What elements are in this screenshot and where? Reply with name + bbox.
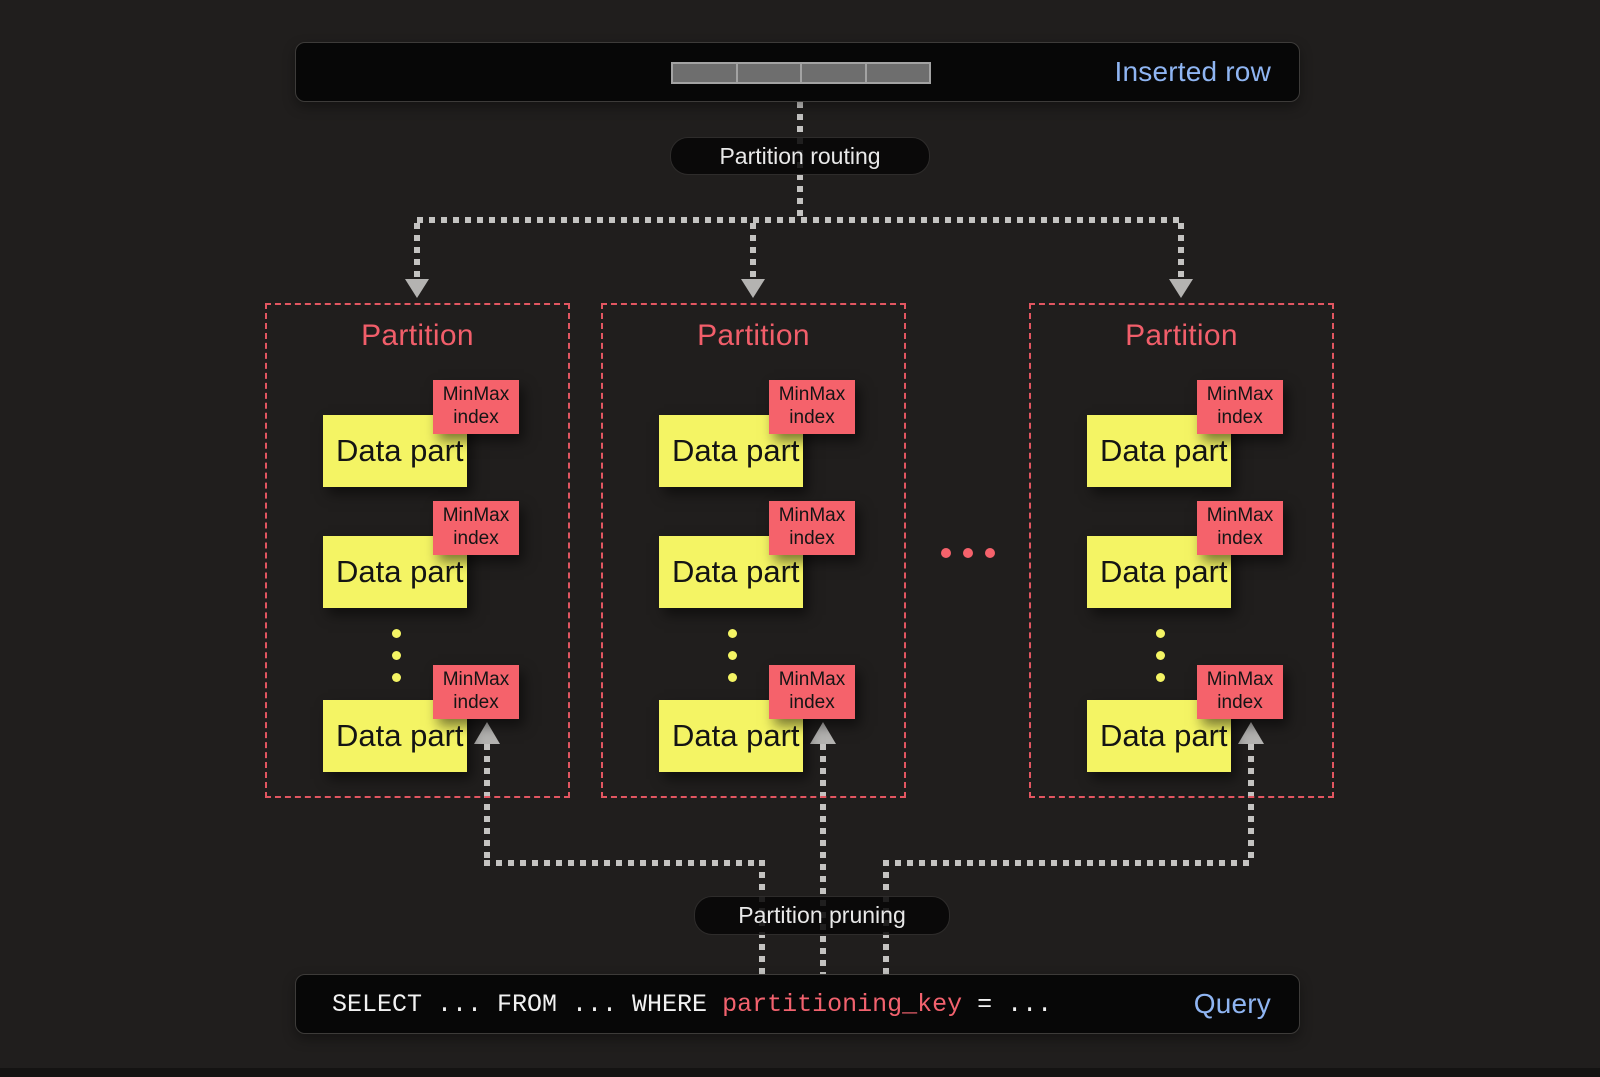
inserted-row-panel: Inserted row (295, 42, 1300, 102)
pruning-branch-middle (820, 744, 826, 974)
pruning-line-horizontal-right (883, 860, 1254, 866)
vertical-ellipsis (1156, 629, 1165, 682)
routing-branch-middle (750, 223, 756, 280)
pruning-branch-left (484, 744, 490, 863)
row-segment (800, 64, 865, 82)
routing-line-horizontal (417, 217, 1181, 223)
minmax-index-tag: MinMax index (433, 380, 519, 434)
partition-box-1: Partition MinMax index Data part MinMax … (265, 303, 570, 798)
query-code-select: SELECT ... FROM ... WHERE (332, 989, 723, 1019)
partition-pruning-label: Partition pruning (694, 896, 950, 935)
minmax-index-tag: MinMax index (433, 665, 519, 719)
partition-box-2: Partition MinMax index Data part MinMax … (601, 303, 906, 798)
query-code-tail: = ... (962, 989, 1053, 1019)
arrow-up-icon (474, 722, 500, 744)
routing-branch-right (1178, 223, 1184, 280)
partition-title: Partition (1125, 319, 1238, 352)
query-code-partitioning-key: partitioning_key (722, 989, 963, 1019)
inserted-row-label: Inserted row (1114, 56, 1271, 87)
query-panel: SELECT ... FROM ... WHERE partitioning_k… (295, 974, 1300, 1034)
arrow-down-icon (1169, 279, 1193, 298)
partition-box-3: Partition MinMax index Data part MinMax … (1029, 303, 1334, 798)
minmax-index-tag: MinMax index (769, 380, 855, 434)
inserted-row-segments (671, 62, 931, 84)
vertical-ellipsis (728, 629, 737, 682)
query-code: SELECT ... FROM ... WHERE partitioning_k… (296, 990, 1052, 1019)
minmax-index-tag: MinMax index (433, 501, 519, 555)
partition-routing-label: Partition routing (670, 137, 930, 175)
bottom-edge-strip (0, 1068, 1600, 1077)
routing-branch-left (414, 223, 420, 280)
minmax-index-tag: MinMax index (769, 501, 855, 555)
row-segment (673, 64, 736, 82)
minmax-index-tag: MinMax index (1197, 380, 1283, 434)
minmax-index-tag: MinMax index (769, 665, 855, 719)
pruning-branch-right (1248, 744, 1254, 863)
arrow-down-icon (741, 279, 765, 298)
row-segment (864, 64, 929, 82)
minmax-index-tag: MinMax index (1197, 665, 1283, 719)
data-part-box: Data part (1087, 415, 1231, 487)
minmax-index-tag: MinMax index (1197, 501, 1283, 555)
pruning-line-horizontal-left (484, 860, 765, 866)
arrow-up-icon (810, 722, 836, 744)
arrow-up-icon (1238, 722, 1264, 744)
horizontal-ellipsis (941, 548, 995, 558)
arrow-down-icon (405, 279, 429, 298)
data-part-box: Data part (323, 700, 467, 772)
partition-title: Partition (697, 319, 810, 352)
partition-title: Partition (361, 319, 474, 352)
row-segment (735, 64, 800, 82)
query-label: Query (1193, 988, 1271, 1019)
vertical-ellipsis (392, 629, 401, 682)
